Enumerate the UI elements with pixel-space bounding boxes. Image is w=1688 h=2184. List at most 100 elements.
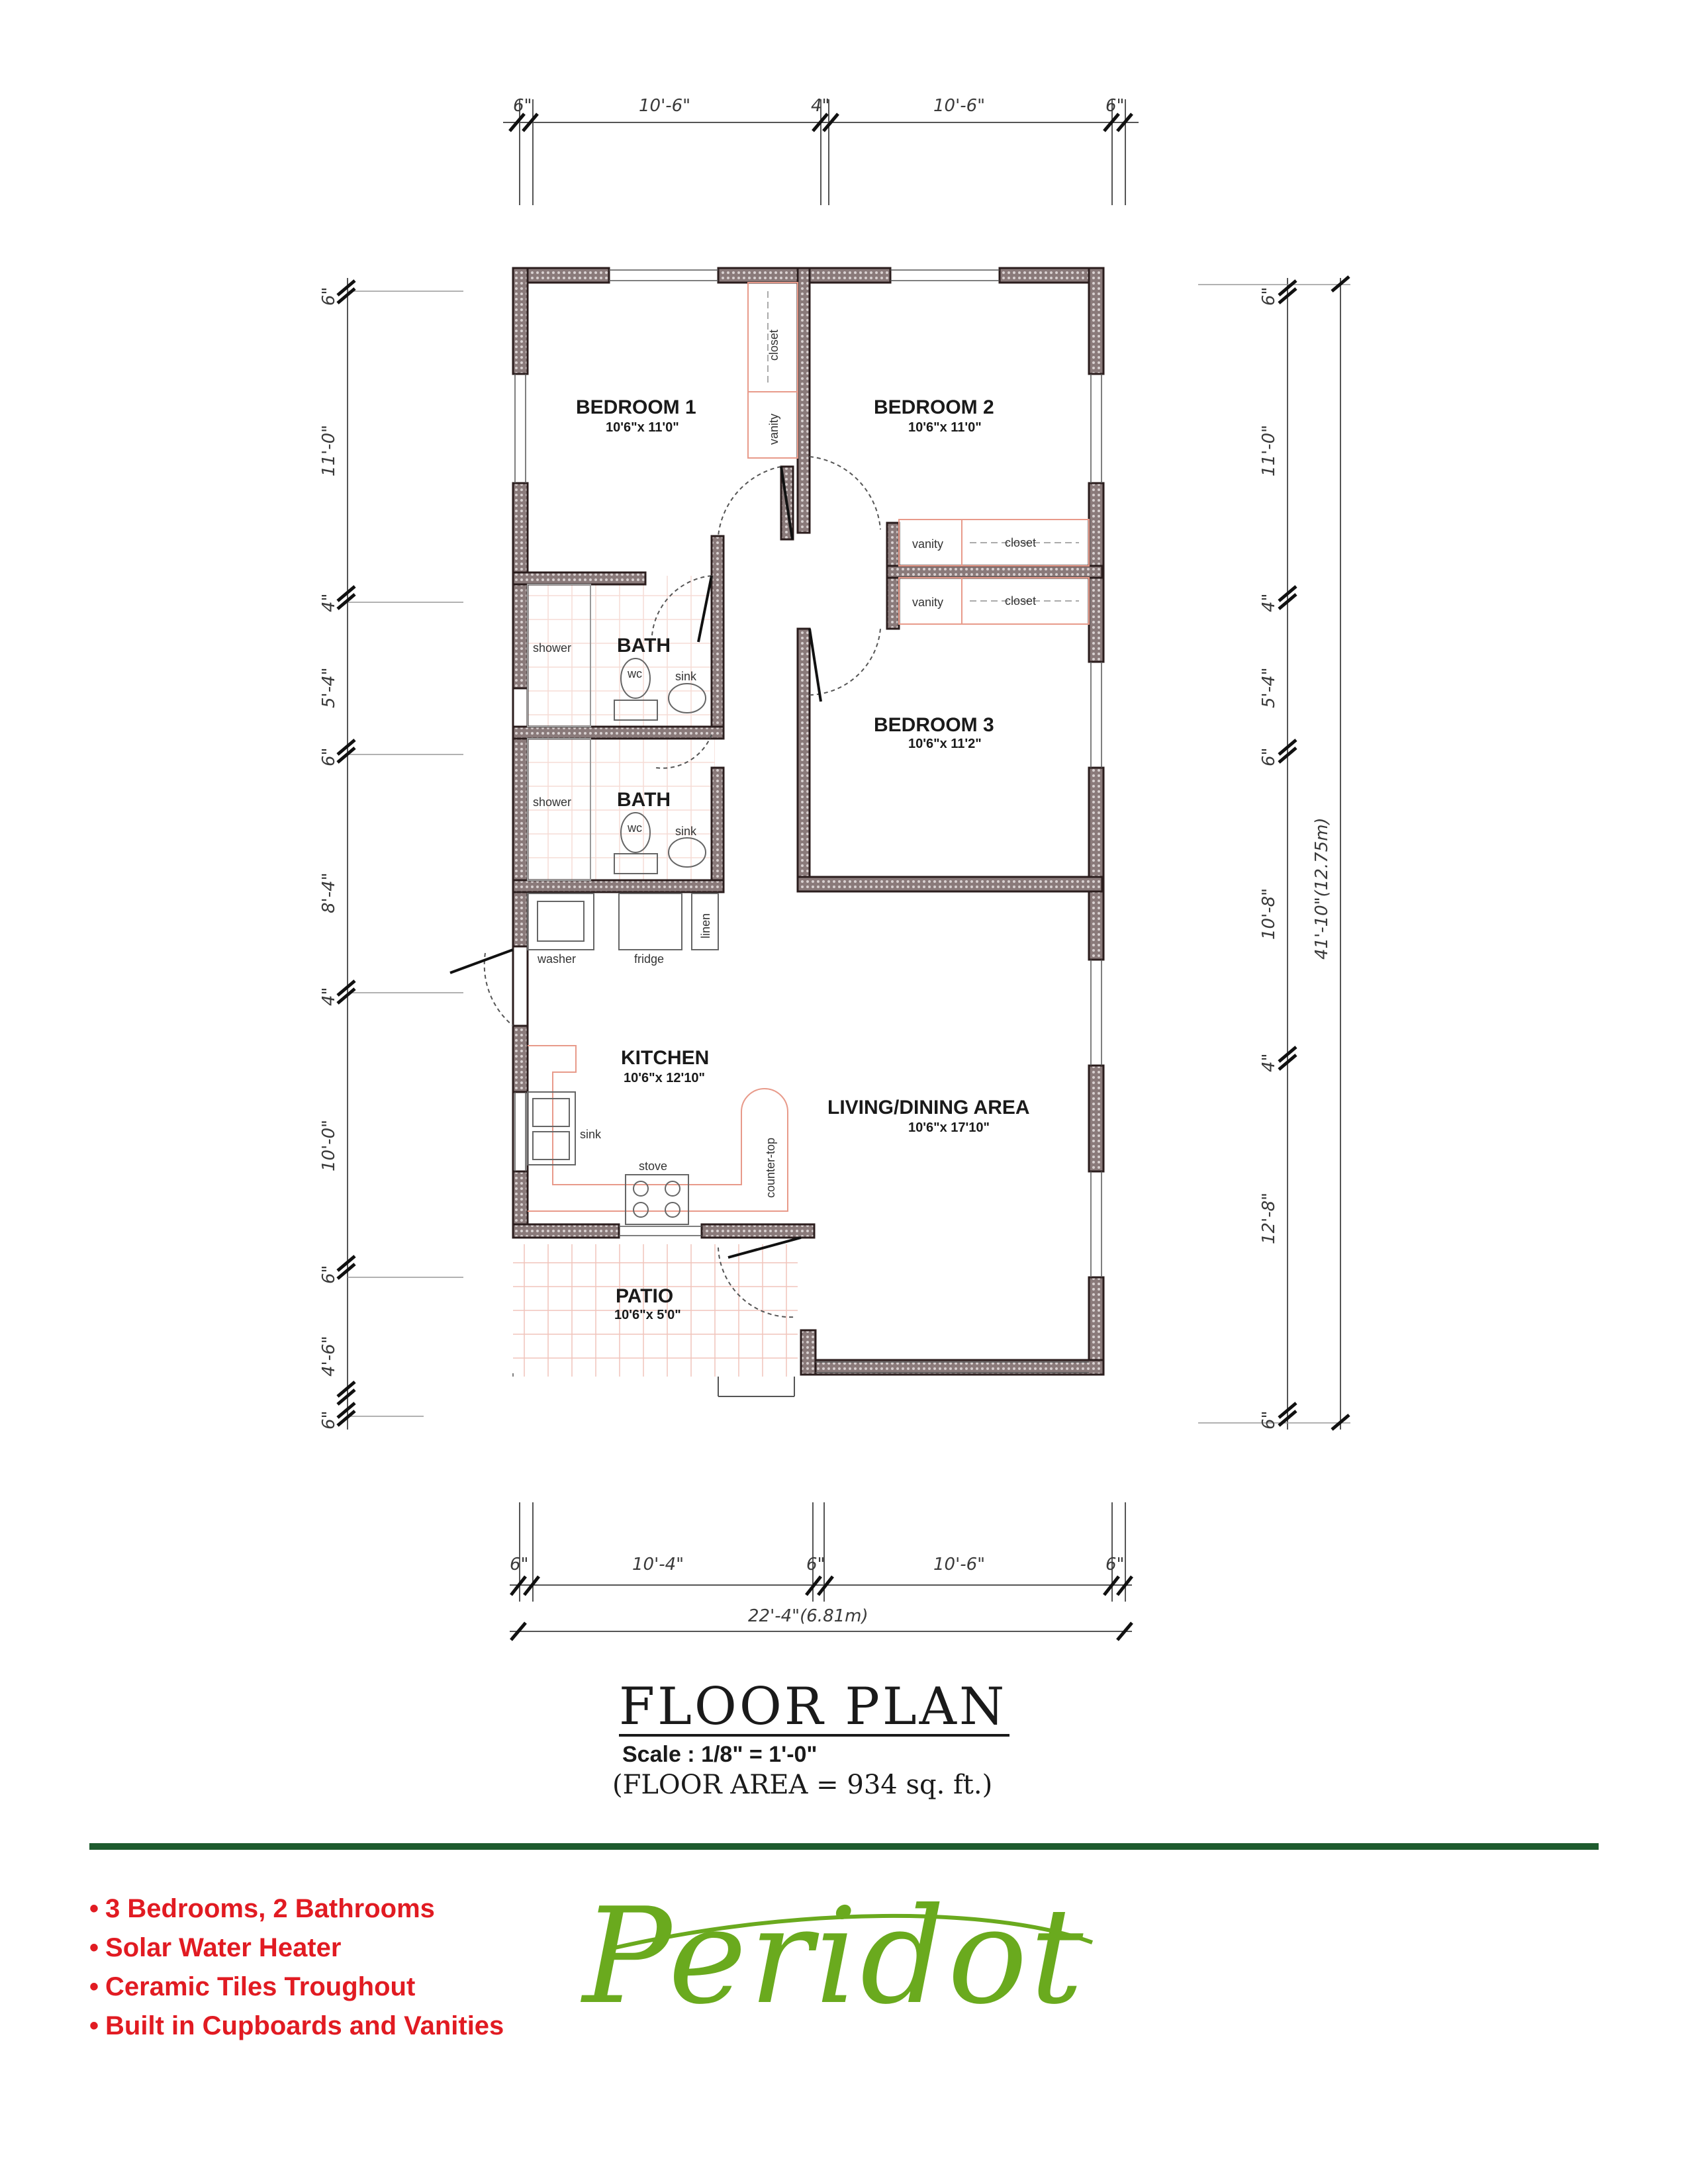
fixtures [527,282,1090,1225]
bottom-total-dim: 22'-4"(6.81m) [748,1606,868,1626]
left-dim-6: 8'-4" [319,872,339,913]
toilet [620,658,651,699]
feature-item: •Built in Cupboards and Vanities [89,2007,504,2046]
vanity-box [747,391,798,459]
wall [998,267,1103,284]
top-dim-4: 10'-6" [933,96,985,116]
left-dimension-labels: 6" 11'-0" 4" 5'-4" 6" 8'-4" 4" 10'-0" 6"… [319,287,339,1430]
vanity-label: vanity [767,414,780,445]
stove-box [625,1174,689,1225]
bottom-dim-2: 10'-4" [632,1555,684,1574]
wall [796,267,811,534]
bath-2-label: BATH [617,789,671,811]
wall [512,733,529,948]
bullet-icon: • [89,1933,99,1962]
brand-logo: Peridot [583,1880,1086,2034]
walls [512,267,1105,1376]
room-labels: BEDROOM 1 10'6"x 11'0" BEDROOM 2 10'6"x … [576,396,1030,1322]
bath-1-label: BATH [617,635,671,657]
feature-item: •3 Bedrooms, 2 Bathrooms [89,1889,504,1929]
section-divider [89,1843,1599,1850]
left-dim-1: 6" [319,287,339,306]
brand-swoosh [608,1913,1094,1951]
feature-item: •Solar Water Heater [89,1929,504,1968]
left-dim-10: 4'-6" [319,1336,339,1377]
bedroom-2-label: BEDROOM 2 [874,396,994,418]
left-dim-2: 11'-0" [319,425,339,477]
patio-size: 10'6"x 5'0" [614,1308,681,1322]
living-label: LIVING/DINING AREA [827,1097,1030,1118]
kitchen-label: KITCHEN [621,1047,709,1069]
wall [796,627,811,891]
top-dim-3: 4" [811,96,830,116]
washer-label: washer [537,952,576,966]
kitchen-size: 10'6"x 12'10" [624,1071,705,1085]
counter-outline [528,1045,788,1212]
sink-basin [668,683,706,713]
left-dim-11: 6" [319,1410,339,1430]
tiled-floors [513,576,798,1377]
right-total-dim: 41'-10"(12.75m) [1312,817,1332,960]
countertop-label: counter-top [764,1138,777,1198]
top-dimension-labels: 6" 10'-6" 4" 10'-6" 6" [513,96,1125,116]
feature-text: 3 Bedrooms, 2 Bathrooms [105,1894,435,1923]
right-dim-9: 6" [1259,1410,1279,1430]
right-dim-2: 11'-0" [1259,425,1279,477]
left-dim-8: 10'-0" [319,1120,339,1171]
top-dim-2: 10'-6" [639,96,690,116]
kitchen-sink [527,1091,576,1165]
closet-label: closet [1005,594,1036,608]
sink-basin [668,837,706,868]
fixture-labels: closet vanity vanity closet vanity close… [533,330,1036,1198]
patio-label: PATIO [616,1285,673,1307]
shower-stall [527,738,591,881]
wall [796,876,1103,893]
title-block: FLOOR PLAN Scale : 1/8" = 1'-0" (FLOOR A… [612,1677,1009,1800]
wall [512,1024,529,1093]
wall [710,766,725,888]
bedroom-3-label: BEDROOM 3 [874,714,994,736]
wall [710,535,725,729]
floor-area-note: (FLOOR AREA = 934 sq. ft.) [612,1770,992,1800]
shower-stall [527,584,591,727]
washer-box [527,893,594,950]
scale-note: Scale : 1/8" = 1'-0" [622,1742,818,1767]
right-dimension-line [1198,275,1350,1431]
left-dim-7: 4" [319,987,339,1006]
wall [1088,267,1105,375]
closet-label: closet [1005,536,1036,549]
stove-label: stove [639,1160,667,1173]
closet-box [961,577,1090,625]
bedroom-3-size: 10'6"x 11'2" [908,737,982,751]
features-list: •3 Bedrooms, 2 Bathrooms •Solar Water He… [89,1889,504,2046]
right-dim-5: 6" [1259,747,1279,766]
right-dim-6: 10'-8" [1259,888,1279,940]
windows [512,269,1102,1377]
bedroom-2-size: 10'6"x 11'0" [908,420,982,435]
left-dimension-line [336,278,463,1430]
vanity-label: vanity [912,537,943,551]
bullet-icon: • [89,1972,99,2001]
bottom-dim-1: 6" [510,1555,529,1574]
wall [512,725,725,740]
wc-label: wc [627,667,642,680]
wall [700,1223,816,1239]
right-dim-1: 6" [1259,287,1279,306]
top-dim-1: 6" [513,96,532,116]
shower-label: shower [533,641,571,655]
patio-tiles [513,1244,798,1377]
right-dim-4: 5'-4" [1259,667,1279,708]
feature-text: Ceramic Tiles Troughout [105,1972,416,2001]
bedroom-1-size: 10'6"x 11'0" [606,420,679,435]
floor-plan-title: FLOOR PLAN [619,1677,1007,1737]
bottom-dimension-line [510,1502,1133,1641]
bottom-dimension-labels: 6" 10'-4" 6" 10'-6" 6" 22'-4"(6.81m) [510,1555,1125,1626]
right-dim-3: 4" [1259,593,1279,612]
bottom-dim-4: 10'-6" [933,1555,985,1574]
closet-label: closet [767,330,780,361]
wall [1088,766,1105,961]
linen-label: linen [699,913,712,938]
right-dim-7: 4" [1259,1053,1279,1072]
wall [512,1223,620,1239]
